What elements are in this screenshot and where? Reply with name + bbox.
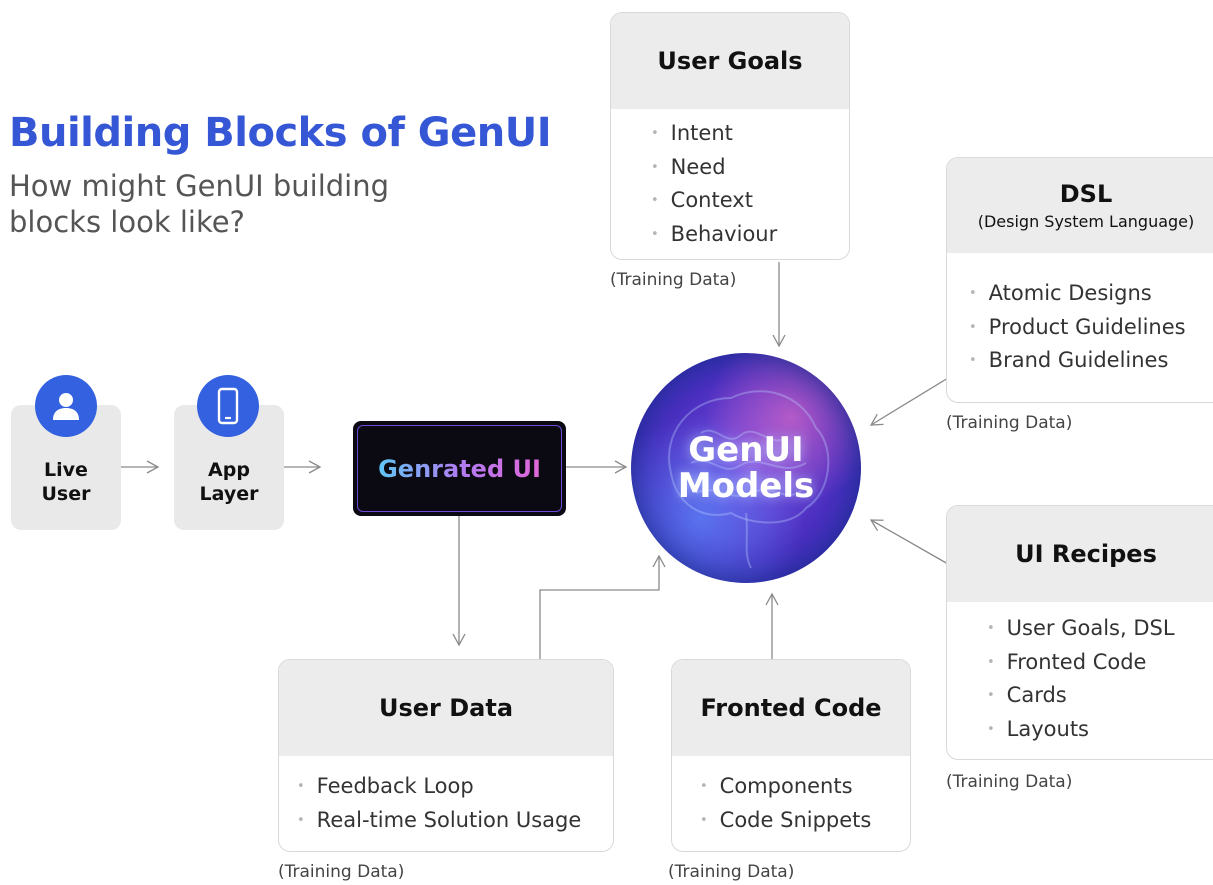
- user-goals-header: User Goals: [611, 13, 849, 109]
- list-item: Fronted Code: [987, 646, 1213, 680]
- ui-recipes-card: UI Recipes User Goals, DSL Fronted Code …: [946, 505, 1213, 760]
- list-item: Intent: [651, 117, 849, 151]
- generated-ui-frame: Genrated UI: [357, 425, 562, 512]
- frontend-code-list: Components Code Snippets: [672, 756, 910, 837]
- list-item: Behaviour: [651, 218, 849, 252]
- list-item: Context: [651, 184, 849, 218]
- user-goals-caption: (Training Data): [610, 270, 737, 290]
- dsl-subtitle: (Design System Language): [977, 212, 1195, 231]
- ui-recipes-list: User Goals, DSL Fronted Code Cards Layou…: [947, 602, 1213, 746]
- list-item: Atomic Designs: [969, 277, 1213, 311]
- user-data-card: User Data Feedback Loop Real-time Soluti…: [278, 659, 614, 852]
- page-subtitle: How might GenUI building blocks look lik…: [9, 169, 390, 239]
- genui-models-label: GenUI Models: [677, 430, 815, 506]
- dsl-header: DSL (Design System Language): [947, 158, 1213, 253]
- genui-models-circle: GenUI Models: [631, 353, 861, 583]
- frontend-code-caption: (Training Data): [668, 862, 795, 882]
- user-goals-list: Intent Need Context Behaviour: [611, 109, 849, 251]
- frontend-code-header: Fronted Code: [672, 660, 910, 756]
- list-item: Brand Guidelines: [969, 344, 1213, 378]
- dsl-title: DSL: [1059, 180, 1113, 208]
- list-item: Feedback Loop: [297, 770, 613, 804]
- frontend-code-title: Fronted Code: [700, 694, 882, 722]
- user-data-list: Feedback Loop Real-time Solution Usage: [279, 756, 613, 837]
- arrow-dsl-to-models: [869, 377, 949, 426]
- user-data-title: User Data: [378, 694, 514, 722]
- dsl-caption: (Training Data): [946, 413, 1073, 433]
- user-data-caption: (Training Data): [278, 862, 405, 882]
- list-item: Product Guidelines: [969, 311, 1213, 345]
- dsl-list: Atomic Designs Product Guidelines Brand …: [947, 253, 1213, 378]
- user-goals-title: User Goals: [657, 47, 803, 75]
- list-item: Components: [700, 770, 910, 804]
- generated-ui-box: Genrated UI: [353, 421, 566, 516]
- list-item: Need: [651, 151, 849, 185]
- live-user-label: Live User: [41, 459, 91, 505]
- page-title: Building Blocks of GenUI: [9, 110, 552, 156]
- app-layer-label: App Layer: [199, 459, 259, 505]
- list-item: Layouts: [987, 713, 1213, 747]
- list-item: Cards: [987, 679, 1213, 713]
- frontend-code-card: Fronted Code Components Code Snippets: [671, 659, 911, 852]
- list-item: User Goals, DSL: [987, 612, 1213, 646]
- generated-ui-label: Genrated UI: [378, 454, 541, 483]
- list-item: Real-time Solution Usage: [297, 804, 613, 838]
- ui-recipes-caption: (Training Data): [946, 772, 1073, 792]
- list-item: Code Snippets: [700, 804, 910, 838]
- ui-recipes-header: UI Recipes: [947, 506, 1213, 602]
- user-data-header: User Data: [279, 660, 613, 756]
- ui-recipes-title: UI Recipes: [1015, 540, 1157, 568]
- arrow-ui-recipes-to-models: [869, 519, 949, 565]
- brain-icon: [668, 390, 830, 569]
- smartphone-icon: [197, 375, 259, 437]
- arrow-user-data-to-models: [539, 554, 666, 659]
- dsl-card: DSL (Design System Language) Atomic Desi…: [946, 157, 1213, 403]
- user-icon: [35, 375, 97, 437]
- user-goals-card: User Goals Intent Need Context Behaviour: [610, 12, 850, 260]
